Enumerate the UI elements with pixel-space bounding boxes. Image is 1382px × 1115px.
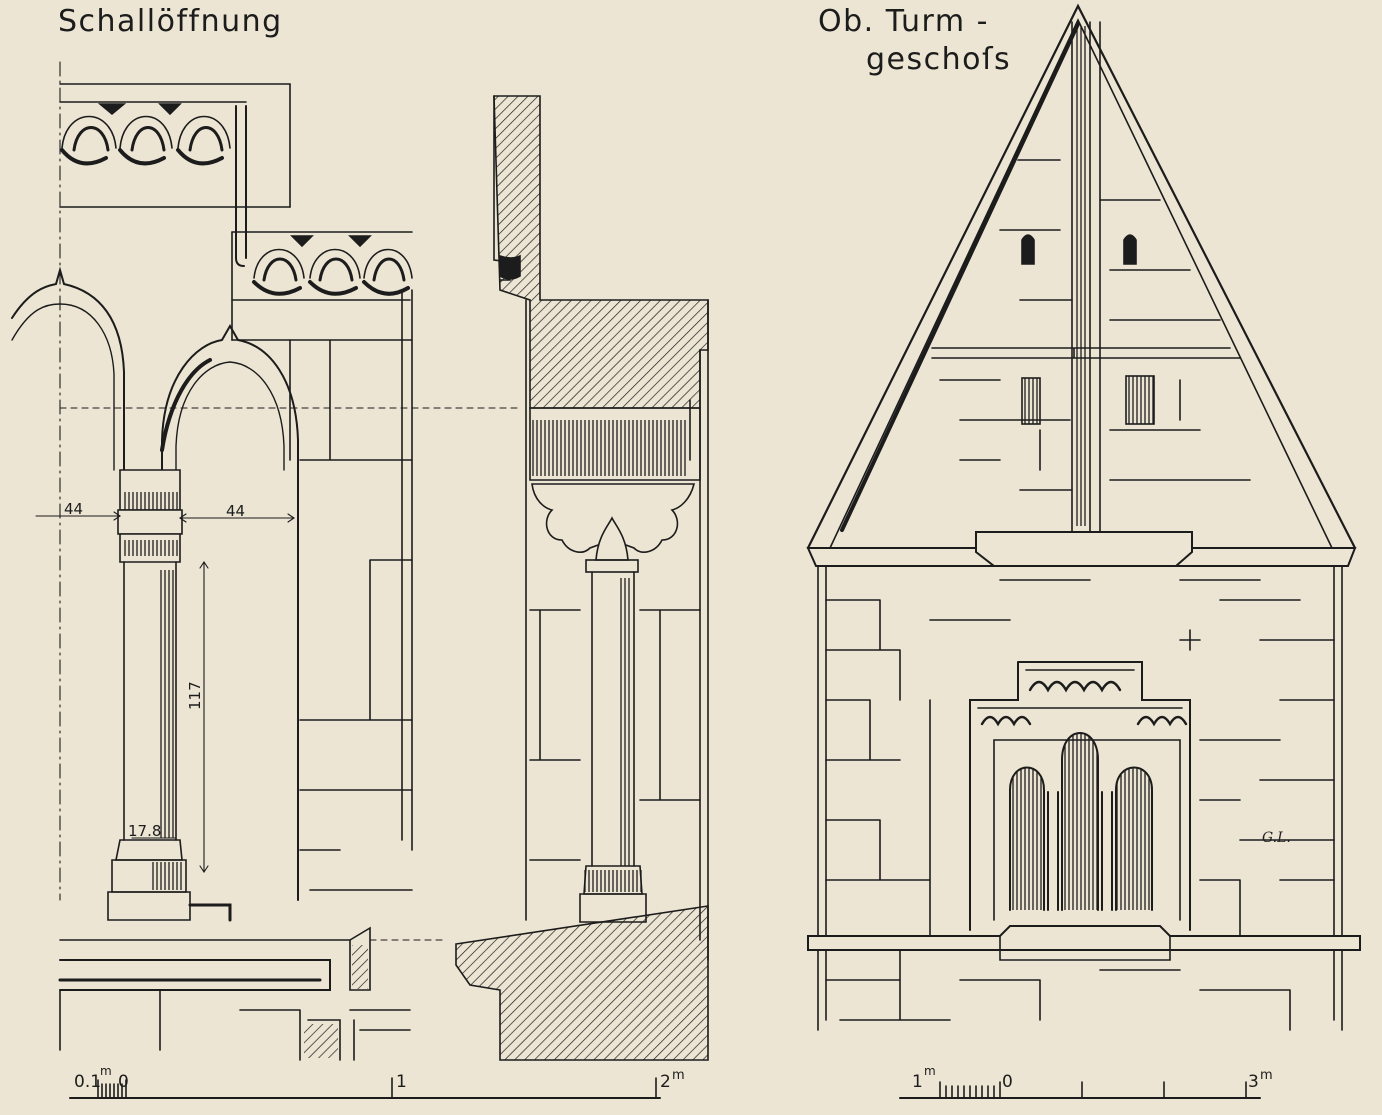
dimension-column-diameter: 17.8 <box>128 822 162 840</box>
dimension-left-width: 44 <box>64 500 84 518</box>
right-scale-three-unit: m <box>1260 1068 1273 1083</box>
left-scale-two-unit: m <box>672 1068 685 1083</box>
left-scale-bar <box>69 1077 661 1099</box>
left-title: Schallöffnung <box>58 4 283 39</box>
right-elevation <box>806 3 1361 1031</box>
right-scale-bar <box>899 1081 1261 1099</box>
left-scale-one: 1 <box>396 1072 407 1092</box>
artist-signature: G.L. <box>1262 830 1291 846</box>
dimension-column-height: 117 <box>186 681 204 710</box>
left-scale-start: 0.1 <box>74 1072 102 1092</box>
lower-arched-frieze <box>252 235 413 296</box>
dimension-right-width: 44 <box>226 502 246 520</box>
right-title-line1: Ob. Turm - <box>818 4 989 39</box>
right-scale-origin: 0 <box>1002 1072 1013 1092</box>
left-elevation <box>11 61 521 1061</box>
right-scale-start: 1 <box>912 1072 923 1092</box>
left-scale-two: 2 <box>660 1072 671 1092</box>
middle-section <box>455 95 709 1061</box>
left-scale-unit: m <box>100 1064 112 1078</box>
right-scale-three: 3 <box>1248 1072 1259 1092</box>
right-scale-unit: m <box>924 1064 936 1078</box>
left-scale-origin: 0 <box>118 1072 129 1092</box>
upper-arched-frieze <box>60 103 231 166</box>
right-title-line2: geschoſs <box>866 42 1012 77</box>
